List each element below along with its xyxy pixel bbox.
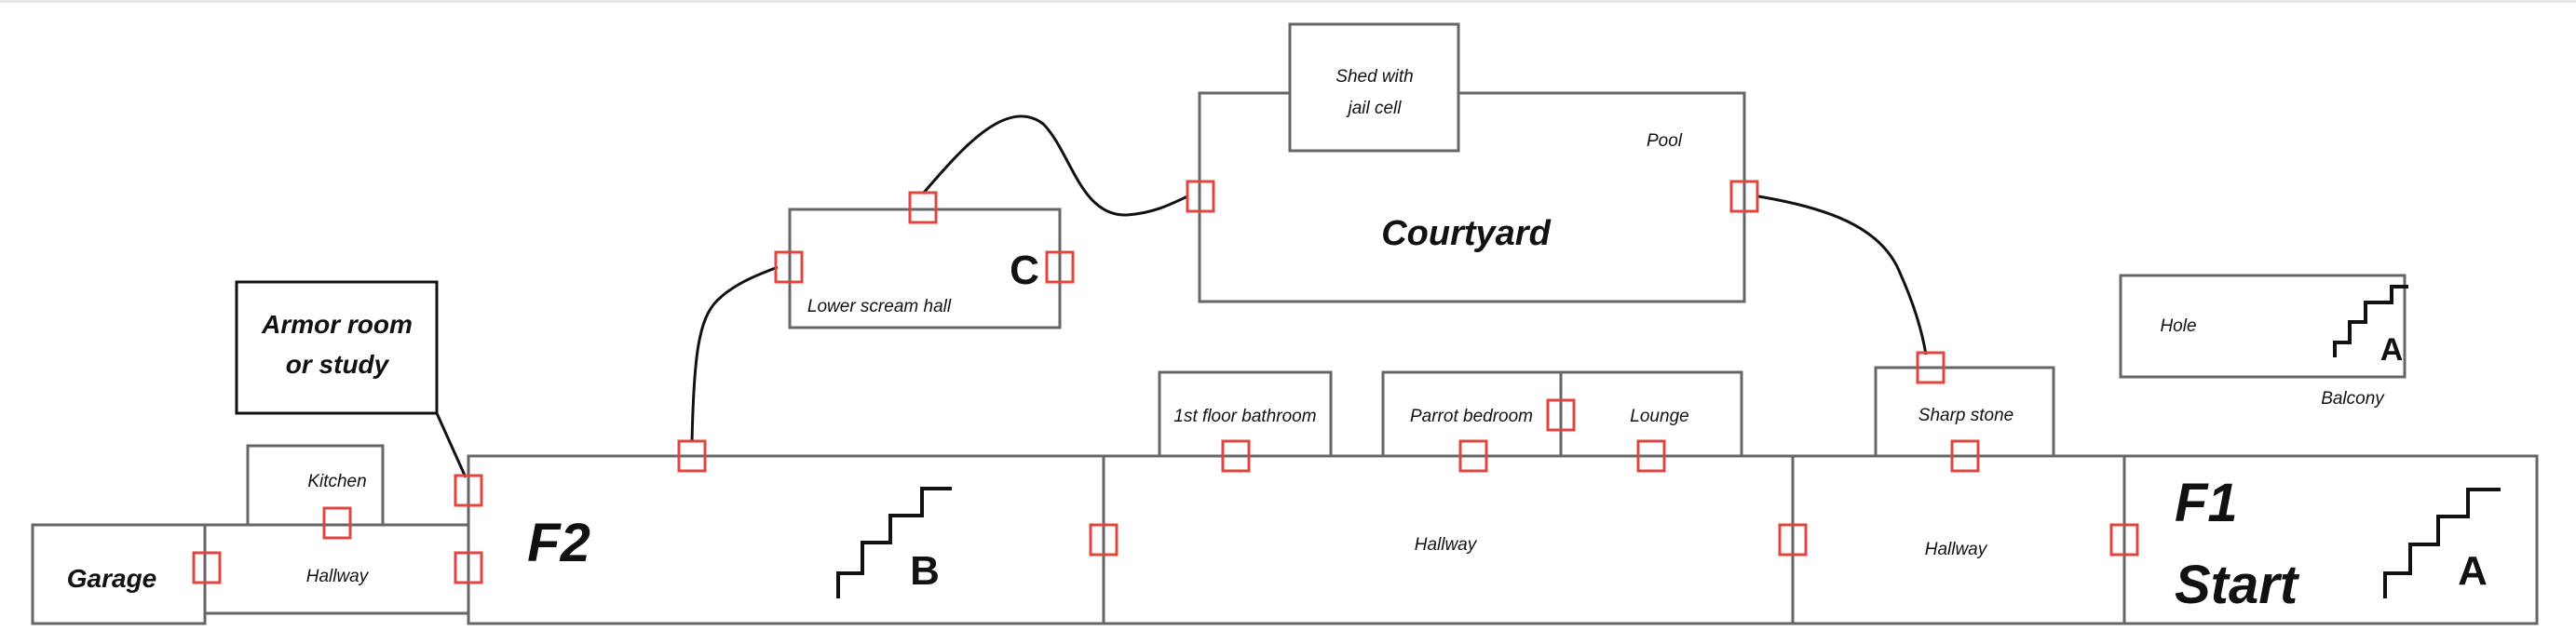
- label-balcony: Balcony: [2321, 389, 2385, 409]
- room-f1-start: [2122, 454, 2539, 625]
- label-armor-1: Armor room: [261, 310, 413, 339]
- room-shed: [1288, 22, 1460, 153]
- label-pool: Pool: [1647, 131, 1683, 151]
- door-hallway-f2[interactable]: [454, 551, 483, 584]
- label-sharp-stone: Sharp stone: [1918, 406, 2013, 425]
- floor-plan-map: Garage Hallway Kitchen Armor room or stu…: [31, 22, 2539, 625]
- label-parrot-bedroom: Parrot bedroom: [1410, 407, 1533, 426]
- door-scream-hall-left[interactable]: [774, 250, 804, 284]
- label-hallway-mid: Hallway: [1415, 535, 1478, 555]
- room-hallway-mid: [1102, 454, 1795, 625]
- label-lower-scream-hall: Lower scream hall: [807, 297, 952, 316]
- door-scream-hall-top[interactable]: [908, 191, 938, 224]
- connector-armor-f2: [435, 412, 468, 478]
- door-kitchen-hallway[interactable]: [322, 506, 352, 540]
- stairs-icon-a-balcony: [2333, 285, 2408, 357]
- door-bathroom[interactable]: [1221, 439, 1251, 473]
- label-hole: Hole: [2160, 316, 2196, 336]
- room-garage: [31, 523, 207, 625]
- room-f2: [467, 454, 1105, 625]
- door-scream-hall-right[interactable]: [1045, 250, 1075, 284]
- stairs-icon-a-start: [2383, 488, 2501, 598]
- room-courtyard: [1198, 91, 1746, 303]
- door-f2-top[interactable]: [677, 439, 707, 473]
- label-stairs-a-balcony: A: [2380, 332, 2404, 368]
- label-stairs-c: C: [1010, 248, 1039, 293]
- door-f2-armor[interactable]: [454, 474, 483, 507]
- label-garage: Garage: [67, 564, 157, 593]
- label-hallway-right: Hallway: [1925, 540, 1988, 559]
- label-courtyard: Courtyard: [1381, 214, 1551, 253]
- door-sharp-stone-bottom[interactable]: [1950, 439, 1980, 473]
- label-start: Start: [2175, 555, 2300, 615]
- connector-f2-scream-hall: [690, 265, 779, 443]
- door-parrot-bedroom[interactable]: [1458, 439, 1488, 473]
- door-f2-hallway-mid[interactable]: [1089, 523, 1119, 557]
- label-shed-1: Shed with: [1335, 67, 1413, 87]
- door-lounge[interactable]: [1636, 439, 1666, 473]
- room-armor: [235, 280, 439, 415]
- label-f2: F2: [527, 513, 590, 573]
- door-courtyard-left[interactable]: [1186, 180, 1215, 213]
- room-hallway-right: [1791, 454, 2126, 625]
- label-bathroom: 1st floor bathroom: [1173, 407, 1316, 426]
- doors: [192, 180, 2139, 584]
- label-stairs-a-start: A: [2458, 548, 2488, 594]
- door-hallway-mid-right[interactable]: [1778, 523, 1808, 557]
- label-armor-2: or study: [286, 350, 390, 379]
- room-kitchen: [246, 444, 385, 527]
- door-sharp-stone-top[interactable]: [1916, 351, 1946, 384]
- room-lower-scream-hall: [788, 208, 1062, 329]
- stairs-icon-b: [836, 487, 952, 598]
- door-courtyard-right[interactable]: [1729, 180, 1759, 213]
- label-hallway-left: Hallway: [306, 567, 370, 586]
- connector-scream-hall-courtyard: [921, 114, 1188, 217]
- door-parrot-lounge[interactable]: [1546, 398, 1576, 432]
- connector-courtyard-sharp-stone: [1757, 195, 1928, 356]
- room-hallway-left: [203, 523, 470, 615]
- label-f1: F1: [2175, 473, 2238, 533]
- door-hallway-right-f1[interactable]: [2109, 523, 2139, 557]
- label-kitchen: Kitchen: [307, 472, 366, 491]
- label-lounge: Lounge: [1630, 407, 1688, 426]
- label-shed-2: jail cell: [1345, 99, 1402, 118]
- room-hole: [2119, 274, 2407, 379]
- door-garage-hallway[interactable]: [192, 551, 222, 584]
- label-stairs-b: B: [910, 548, 940, 594]
